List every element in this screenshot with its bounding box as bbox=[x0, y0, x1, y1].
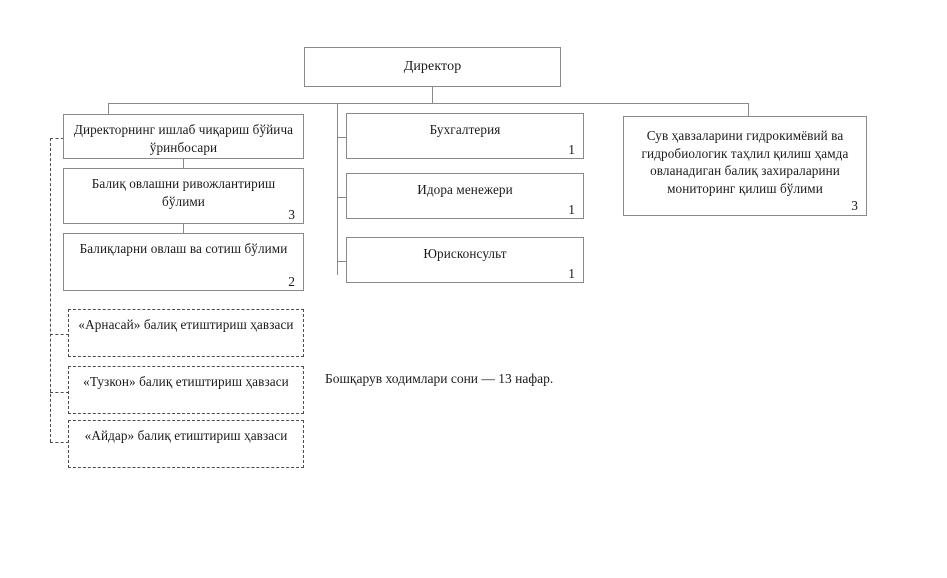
connector-main-bus bbox=[108, 103, 749, 104]
node-water-monitoring-department[interactable]: Сув ҳавзаларини гидрокимёвий ва гидробио… bbox=[623, 116, 867, 216]
node-basin-arnasay[interactable]: «Арнасай» балиқ етиштириш ҳавзаси bbox=[68, 309, 304, 357]
node-fish-catch-sales-department-label: Балиқларни овлаш ва сотиш бўлими bbox=[79, 241, 288, 256]
connector-dashed-to-aydar bbox=[50, 442, 69, 443]
node-legal-counsel-count: 1 bbox=[568, 265, 575, 281]
node-basin-tuzkon[interactable]: «Тузкон» балиқ етиштириш ҳавзаси bbox=[68, 366, 304, 414]
node-accounting-count: 1 bbox=[568, 141, 575, 157]
node-basin-aydar-label: «Айдар» балиқ етиштириш ҳавзаси bbox=[84, 428, 288, 443]
connector-director-stem bbox=[432, 87, 433, 104]
node-water-monitoring-department-count: 3 bbox=[851, 197, 858, 213]
connector-left-1-to-2 bbox=[183, 159, 184, 168]
connector-stub-accounting bbox=[337, 137, 347, 138]
node-basin-aydar[interactable]: «Айдар» балиқ етиштириш ҳавзаси bbox=[68, 420, 304, 468]
node-fishing-development-department[interactable]: Балиқ овлашни ривожлантириш бўлими 3 bbox=[63, 168, 304, 224]
connector-left-2-to-3 bbox=[183, 224, 184, 233]
connector-bus-to-left bbox=[108, 103, 109, 114]
connector-dashed-to-tuzkon bbox=[50, 392, 69, 393]
node-basin-arnasay-label: «Арнасай» балиқ етиштириш ҳавзаси bbox=[78, 317, 294, 332]
connector-dashed-to-arnasay bbox=[50, 334, 69, 335]
node-legal-counsel-label: Юрисконсульт bbox=[423, 246, 507, 261]
connector-stub-legal bbox=[337, 261, 347, 262]
node-deputy-director-production-label: Директорнинг ишлаб чиқариш бўйича ўринбо… bbox=[73, 122, 294, 155]
node-fishing-development-department-label: Балиқ овлашни ривожлантириш бўлими bbox=[91, 176, 276, 209]
node-office-manager-label: Идора менежери bbox=[417, 182, 513, 197]
staff-count-caption: Бошқарув ходимлари сони — 13 нафар. bbox=[325, 371, 554, 386]
connector-stub-office-manager bbox=[337, 197, 347, 198]
node-basin-tuzkon-label: «Тузкон» балиқ етиштириш ҳавзаси bbox=[83, 374, 289, 389]
node-accounting-label: Бухгалтерия bbox=[429, 122, 501, 137]
node-deputy-director-production[interactable]: Директорнинг ишлаб чиқариш бўйича ўринбо… bbox=[63, 114, 304, 159]
node-director-label: Директор bbox=[403, 59, 462, 74]
node-legal-counsel[interactable]: Юрисконсульт 1 bbox=[346, 237, 584, 283]
node-fishing-development-department-count: 3 bbox=[288, 206, 295, 222]
node-water-monitoring-department-label: Сув ҳавзаларини гидрокимёвий ва гидробио… bbox=[641, 128, 849, 196]
connector-bus-to-right bbox=[748, 103, 749, 116]
node-fish-catch-sales-department[interactable]: Балиқларни овлаш ва сотиш бўлими 2 bbox=[63, 233, 304, 291]
node-fish-catch-sales-department-count: 2 bbox=[288, 273, 295, 289]
node-office-manager[interactable]: Идора менежери 1 bbox=[346, 173, 584, 219]
connector-dashed-spine bbox=[50, 138, 51, 442]
connector-dashed-origin bbox=[50, 138, 64, 139]
node-director[interactable]: Директор bbox=[304, 47, 561, 87]
node-accounting[interactable]: Бухгалтерия 1 bbox=[346, 113, 584, 159]
connector-middle-spine bbox=[337, 103, 338, 275]
node-office-manager-count: 1 bbox=[568, 201, 575, 217]
